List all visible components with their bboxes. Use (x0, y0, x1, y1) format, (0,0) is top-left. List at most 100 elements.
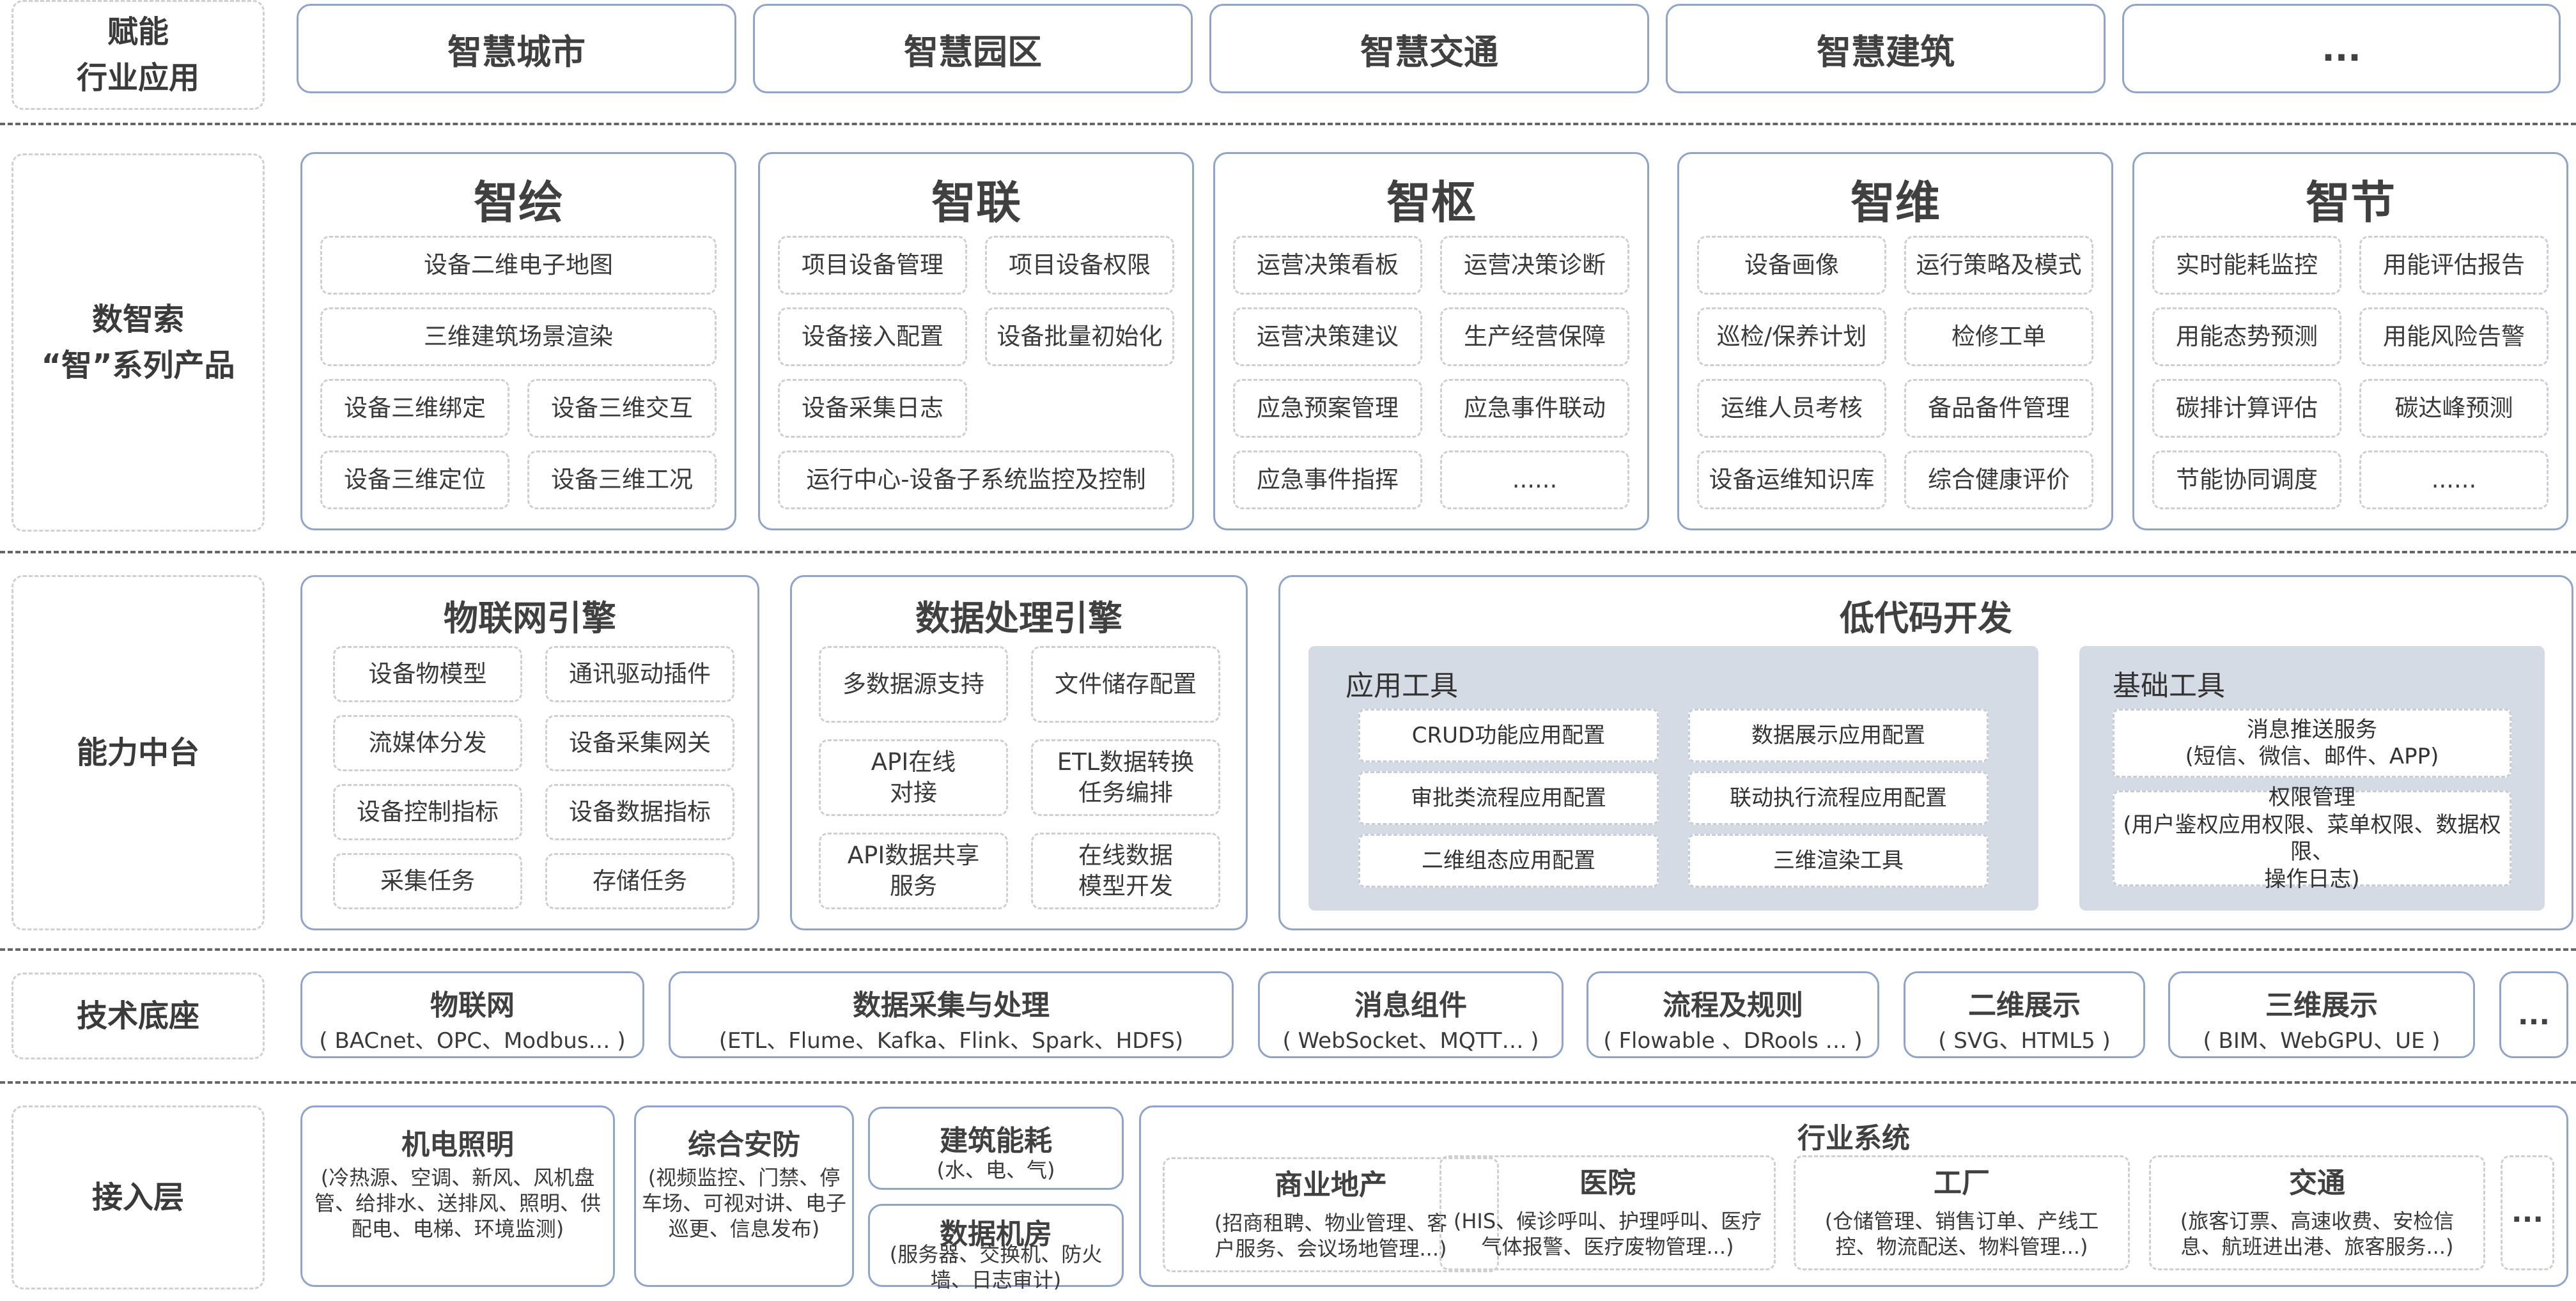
app-tools-title: 应用工具 (1346, 670, 1458, 702)
industry-item-desc: (HIS、候诊呼叫、护理呼叫、医疗 气体报警、医疗废物管理...) (1453, 1209, 1762, 1259)
product-item: 运营决策诊断 (1440, 236, 1629, 295)
product-item: 设备画像 (1697, 236, 1886, 295)
tech-name: 消息组件 (1354, 989, 1467, 1022)
product-item: 设备二维电子地图 (320, 236, 717, 295)
product-item: 设备批量初始化 (985, 307, 1174, 366)
product-item: 应急事件指挥 (1233, 450, 1422, 509)
tech-workflow: 流程及规则 ( Flowable 、DRools … ) (1587, 971, 1879, 1058)
access-energy: 建筑能耗 (水、电、气) (868, 1107, 1124, 1190)
iot-item: 设备采集网关 (545, 715, 734, 771)
product-item: 综合健康评价 (1904, 450, 2093, 509)
app-smart-park: 智慧园区 (753, 4, 1193, 93)
industry-item-desc: (仓储管理、销售订单、产线工 控、物流配送、物料管理...) (1824, 1209, 2099, 1259)
product-item: 设备三维交互 (527, 379, 717, 438)
app-more: ... (2122, 4, 2561, 93)
industry-item-name: 工厂 (1934, 1167, 1990, 1199)
product-item: 设备三维工况 (527, 450, 717, 509)
industry-item-factory: 工厂 (仓储管理、销售订单、产线工 控、物流配送、物料管理...) (1794, 1155, 2130, 1270)
access-desc: (水、电、气) (936, 1158, 1055, 1182)
access-name: 综合安防 (688, 1128, 800, 1161)
data-engine-title: 数据处理引擎 (915, 598, 1122, 638)
tech-desc: ( SVG、HTML5 ) (1938, 1028, 2111, 1054)
app-tool-item: 数据展示应用配置 (1688, 709, 1989, 762)
product-item: 节能协同调度 (2152, 450, 2341, 509)
product-item: 项目设备权限 (985, 236, 1174, 295)
access-desc: (视频监控、门禁、停 车场、可视对讲、电子 巡更、信息发布) (641, 1166, 846, 1241)
product-title: 智绘 (474, 176, 563, 229)
app-tool-item: 联动执行流程应用配置 (1688, 771, 1989, 825)
iot-item: 存储任务 (545, 853, 734, 909)
product-item: 实时能耗监控 (2152, 236, 2341, 295)
product-title: 智节 (2306, 176, 2395, 229)
row-label-tech: 技术底座 (12, 973, 265, 1059)
iot-engine-title: 物联网引擎 (444, 598, 616, 638)
product-zhiwei: 智维 设备画像 运行策略及模式 巡检/保养计划 检修工单 运维人员考核 备品备件… (1677, 152, 2113, 530)
tech-desc: ( BIM、WebGPU、UE ) (2203, 1028, 2440, 1054)
data-engine-item: API数据共享 服务 (819, 833, 1008, 909)
data-engine-item: 文件储存配置 (1031, 646, 1220, 723)
lowcode: 低代码开发 应用工具 CRUD功能应用配置 数据展示应用配置 审批类流程应用配置… (1278, 575, 2573, 930)
product-item: 巡检/保养计划 (1697, 307, 1886, 366)
base-tool-item: 消息推送服务 (短信、微信、邮件、APP) (2113, 709, 2511, 778)
tech-3d: 三维展示 ( BIM、WebGPU、UE ) (2168, 971, 2475, 1058)
product-item: 设备接入配置 (778, 307, 967, 366)
product-title: 智枢 (1386, 176, 1476, 229)
tech-iot: 物联网 ( BACnet、OPC、Modbus… ) (300, 971, 644, 1058)
product-item: 应急事件联动 (1440, 379, 1629, 438)
product-item: 设备采集日志 (778, 379, 967, 438)
data-engine-item: 在线数据 模型开发 (1031, 833, 1220, 909)
access-industry-systems: 行业系统 商业地产 (招商租聘、物业管理、客 户服务、会议场地管理...) (1139, 1105, 2568, 1287)
data-engine-item: ETL数据转换 任务编排 (1031, 739, 1220, 816)
product-item: 生产经营保障 (1440, 307, 1629, 366)
access-mep: 机电照明 (冷热源、空调、新风、风机盘 管、给排水、送排风、照明、供 配电、电梯… (300, 1105, 615, 1287)
row-label-industry: 赋能 行业应用 (12, 0, 265, 110)
industry-item-transport: 交通 (旅客订票、高速收费、安检信 息、航班进出港、旅客服务...) (2149, 1155, 2485, 1270)
product-item: 运行中心-设备子系统监控及控制 (778, 450, 1174, 509)
product-title: 智联 (931, 176, 1021, 229)
industry-item-name: 医院 (1579, 1167, 1636, 1199)
industry-item-desc: (旅客订票、高速收费、安检信 息、航班进出港、旅客服务...) (2180, 1209, 2455, 1259)
industry-systems-title: 行业系统 (1797, 1122, 1910, 1155)
tech-more: ... (2499, 971, 2568, 1058)
access-name: 建筑能耗 (940, 1125, 1052, 1157)
separator-4 (0, 1081, 2576, 1084)
product-item: ...... (2359, 450, 2549, 509)
product-item: 碳排计算评估 (2152, 379, 2341, 438)
product-item: 用能评估报告 (2359, 236, 2549, 295)
product-item: 运营决策建议 (1233, 307, 1422, 366)
product-zhijie: 智节 实时能耗监控 用能评估报告 用能态势预测 用能风险告警 碳排计算评估 碳达… (2132, 152, 2568, 530)
product-item: 设备运维知识库 (1697, 450, 1886, 509)
separator-2 (0, 551, 2576, 553)
product-item: 设备三维定位 (320, 450, 509, 509)
industry-item-name: 交通 (2289, 1167, 2345, 1199)
tech-name: 三维展示 (2265, 989, 2378, 1022)
product-zhishu: 智枢 运营决策看板 运营决策诊断 运营决策建议 生产经营保障 应急预案管理 应急… (1213, 152, 1649, 530)
data-engine: 数据处理引擎 多数据源支持 文件储存配置 API在线 对接 ETL数据转换 任务… (790, 575, 1248, 930)
app-tool-item: CRUD功能应用配置 (1358, 709, 1659, 762)
product-item: 设备三维绑定 (320, 379, 509, 438)
iot-item: 设备物模型 (333, 646, 522, 702)
tech-message: 消息组件 ( WebSocket、MQTT… ) (1258, 971, 1563, 1058)
tech-name: 二维展示 (1968, 989, 2081, 1022)
tech-2d: 二维展示 ( SVG、HTML5 ) (1904, 971, 2145, 1058)
industry-item-commercial: 商业地产 (招商租聘、物业管理、客 户服务、会议场地管理...) (1163, 1157, 1499, 1272)
tech-data-processing: 数据采集与处理 (ETL、Flume、Kafka、Flink、Spark、HDF… (669, 971, 1234, 1058)
tech-desc: ( Flowable 、DRools … ) (1603, 1028, 1863, 1054)
product-title: 智维 (1851, 176, 1940, 229)
access-datacenter: 数据机房 (服务器、交换机、防火 墙、日志审计) (868, 1204, 1124, 1292)
access-name: 机电照明 (401, 1128, 514, 1161)
product-item: 运行策略及模式 (1904, 236, 2093, 295)
base-tools-title: 基础工具 (2113, 670, 2225, 702)
app-tool-item: 三维渲染工具 (1688, 834, 1989, 888)
lowcode-title: 低代码开发 (1840, 598, 2012, 638)
product-item: 三维建筑场景渲染 (320, 307, 717, 366)
data-engine-item: API在线 对接 (819, 739, 1008, 816)
industry-item-more: ... (2501, 1155, 2554, 1270)
product-item: 碳达峰预测 (2359, 379, 2549, 438)
tech-name: 物联网 (430, 989, 515, 1022)
app-smart-building: 智慧建筑 (1666, 4, 2106, 93)
row-label-products: 数智索 “智”系列产品 (12, 153, 265, 532)
app-tool-item: 二维组态应用配置 (1358, 834, 1659, 888)
tech-desc: (ETL、Flume、Kafka、Flink、Spark、HDFS) (718, 1028, 1184, 1054)
app-tools-panel: 应用工具 CRUD功能应用配置 数据展示应用配置 审批类流程应用配置 联动执行流… (1308, 646, 2038, 911)
